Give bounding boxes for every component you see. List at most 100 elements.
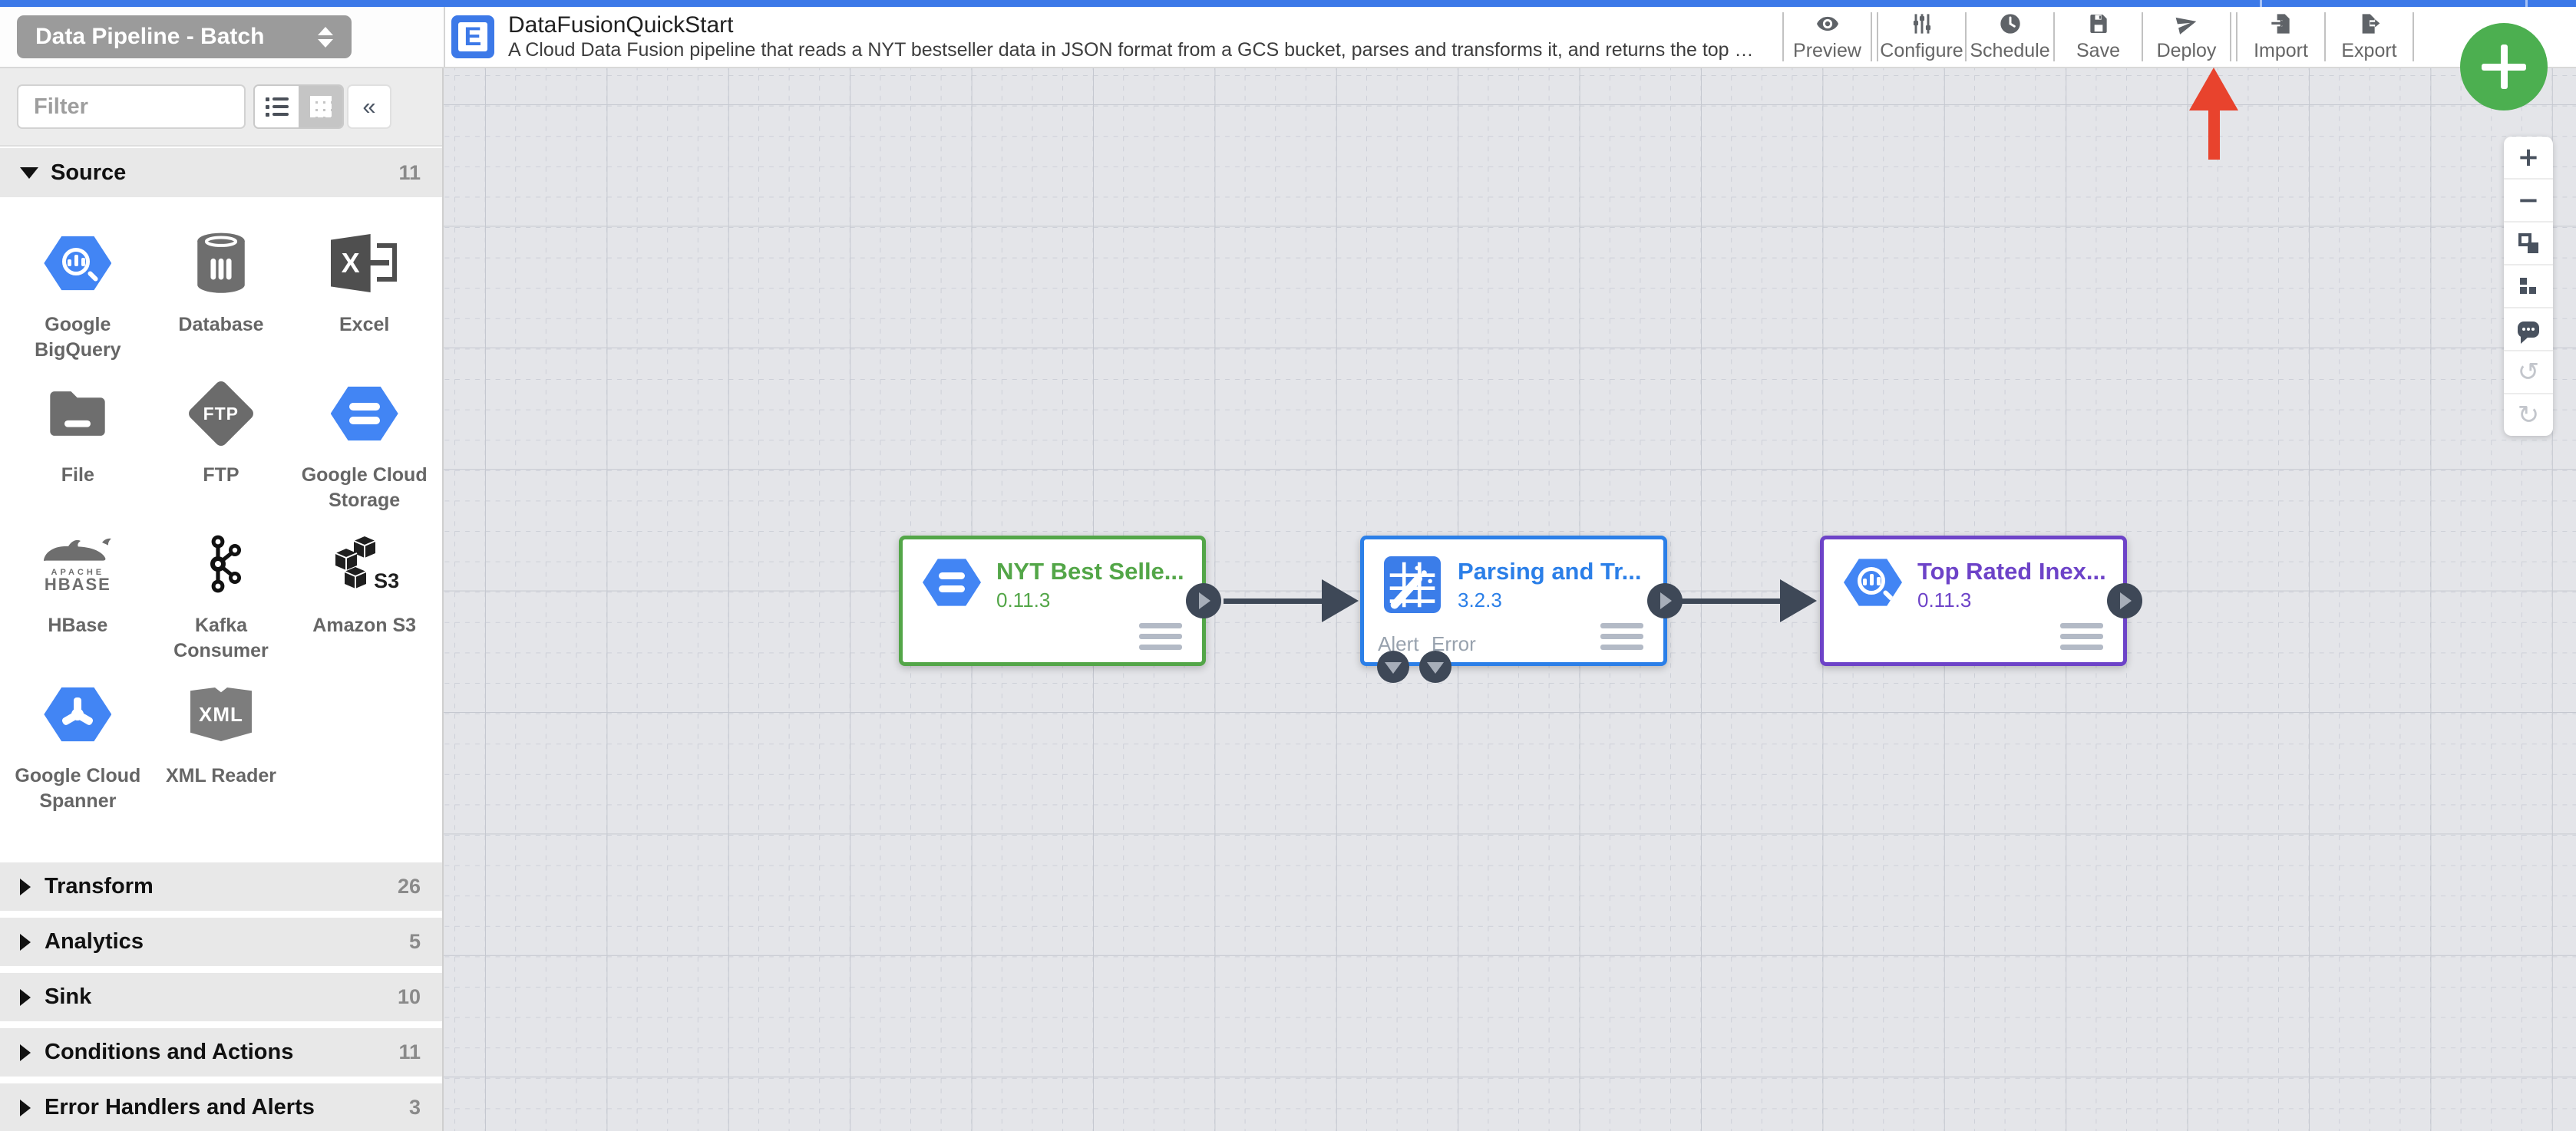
list-view-button[interactable] (255, 86, 299, 127)
node-parsing-and-transform[interactable]: Parsing and Tr... 3.2.3 Alert Error (1360, 536, 1683, 683)
import-label: Import (2254, 40, 2308, 61)
pipeline-type-select[interactable]: Data Pipeline - Batch (17, 15, 352, 58)
plugin-ftp[interactable]: FTP FTP (150, 378, 293, 529)
plugin-xml-reader[interactable]: XML XML Reader (150, 679, 293, 829)
output-port[interactable] (2107, 583, 2142, 618)
plugin-label: XML Reader (165, 765, 276, 786)
deploy-button[interactable]: Deploy (2143, 7, 2230, 67)
filter-row: « (0, 67, 442, 147)
pipeline-type-label: Data Pipeline - Batch (35, 24, 265, 49)
sidebar-section-transform[interactable]: Transform 26 (0, 862, 442, 911)
sidebar-section-sink[interactable]: Sink 10 (0, 973, 442, 1021)
export-icon (2362, 14, 2379, 34)
save-button[interactable]: Save (2055, 7, 2142, 67)
preview-label: Preview (1793, 40, 1861, 61)
sidebar-sections: Transform 26 Analytics 5 Sink 10 Conditi… (0, 856, 442, 1131)
bigquery-icon (1844, 559, 1902, 606)
sliders-icon (1913, 14, 1930, 34)
import-button[interactable]: Import (2237, 7, 2324, 67)
preview-button[interactable]: Preview (1784, 7, 1871, 67)
grid-view-icon (309, 96, 332, 117)
kafka-icon (210, 535, 241, 593)
node-title: Top Rated Inex... (1917, 558, 2106, 585)
export-button[interactable]: Export (2326, 7, 2413, 67)
ftp-badge: FTP (203, 403, 239, 424)
section-label: Source (51, 160, 127, 185)
bigquery-icon (44, 236, 112, 291)
grid-view-button[interactable] (299, 86, 342, 127)
node-menu-icon[interactable] (1139, 618, 1182, 650)
node-version: 0.11.3 (996, 589, 1051, 612)
node-top-rated-inexpensive[interactable]: Top Rated Inex... 0.11.3 (1820, 536, 2142, 666)
section-count: 3 (408, 1096, 421, 1119)
node-menu-icon[interactable] (2060, 618, 2103, 650)
sidebar-section-source[interactable]: Source 11 (0, 148, 442, 197)
add-comment-button[interactable] (2504, 307, 2553, 350)
error-port[interactable] (1419, 651, 1451, 683)
output-port[interactable] (1186, 583, 1221, 618)
auto-align-icon (2518, 276, 2538, 296)
schedule-button[interactable]: Schedule (1967, 7, 2053, 67)
node-title: Parsing and Tr... (1458, 558, 1642, 585)
add-entity-button[interactable] (2460, 23, 2548, 110)
plugin-label: FTP (203, 464, 239, 486)
paper-plane-icon (2175, 17, 2196, 35)
plugin-google-cloud-spanner[interactable]: Google Cloud Spanner (6, 679, 150, 829)
plugin-google-cloud-storage[interactable]: Google Cloud Storage (292, 378, 436, 529)
redo-button[interactable]: ↻ (2504, 393, 2553, 436)
node-menu-icon[interactable] (1600, 618, 1643, 650)
pipeline-title: DataFusionQuickStart (508, 12, 734, 38)
plugin-filter-input[interactable] (17, 84, 246, 129)
chevron-right-icon (20, 988, 31, 1006)
collapse-sidebar-button[interactable]: « (347, 84, 391, 129)
deploy-label: Deploy (2156, 40, 2217, 61)
plugin-google-bigquery[interactable]: Google BigQuery (6, 228, 150, 378)
s3-badge: S3 (374, 569, 400, 592)
plugin-file[interactable]: File (6, 378, 150, 529)
undo-button[interactable]: ↺ (2504, 350, 2553, 393)
titles: DataFusionQuickStart A Cloud Data Fusion… (508, 12, 1759, 61)
section-label: Sink (45, 984, 92, 1009)
plugin-kafka-consumer[interactable]: Kafka Consumer (150, 529, 293, 679)
zoom-out-button[interactable]: − (2504, 178, 2553, 221)
plugin-label: Google Cloud Spanner (15, 765, 141, 812)
sidebar-section-analytics[interactable]: Analytics 5 (0, 918, 442, 966)
sidebar-section-error-handlers-and-alerts[interactable]: Error Handlers and Alerts 3 (0, 1083, 442, 1131)
hbase-icon: APACHE HBASE (41, 536, 114, 593)
alert-port[interactable] (1377, 651, 1409, 683)
database-icon (197, 232, 245, 293)
data-fusion-logo-icon: E (451, 15, 494, 58)
plugin-sidebar: « Source 11 Google BigQuery Database X E… (0, 67, 444, 1131)
pipeline-type-cell: Data Pipeline - Batch (0, 7, 445, 67)
plugin-database[interactable]: Database (150, 228, 293, 378)
plugin-amazon-s3[interactable]: S3 Amazon S3 (292, 529, 436, 679)
zoom-in-button[interactable]: + (2504, 137, 2553, 178)
auto-align-button[interactable] (2504, 264, 2553, 307)
section-label: Error Handlers and Alerts (45, 1095, 315, 1119)
collapse-icon: « (362, 93, 376, 120)
plugin-label: Kafka Consumer (173, 615, 269, 661)
plugin-label: File (61, 464, 94, 486)
plugin-excel[interactable]: X Excel (292, 228, 436, 378)
configure-label: Configure (1880, 40, 1963, 61)
section-label: Conditions and Actions (45, 1040, 294, 1064)
node-nyt-best-sellers[interactable]: NYT Best Selle... 0.11.3 (899, 536, 1221, 666)
ftp-icon: FTP (186, 378, 256, 449)
output-port[interactable] (1647, 583, 1683, 618)
connection-line (1224, 598, 1325, 604)
s3-icon: S3 (329, 535, 399, 593)
select-arrows-icon (318, 26, 333, 48)
plugin-label: Google Cloud Storage (301, 464, 428, 511)
plugin-hbase[interactable]: APACHE HBASE HBase (6, 529, 150, 679)
fit-to-screen-button[interactable] (2504, 221, 2553, 264)
deploy-annotation-arrow-icon (2189, 68, 2238, 160)
section-count: 11 (398, 1040, 421, 1063)
section-label: Analytics (45, 929, 144, 954)
section-count: 26 (397, 875, 421, 898)
export-label: Export (2341, 40, 2397, 61)
sidebar-section-conditions-and-actions[interactable]: Conditions and Actions 11 (0, 1028, 442, 1077)
zoom-in-icon: + (2517, 142, 2540, 173)
toolbar-separator (1782, 12, 1784, 61)
configure-button[interactable]: Configure (1878, 7, 1965, 67)
